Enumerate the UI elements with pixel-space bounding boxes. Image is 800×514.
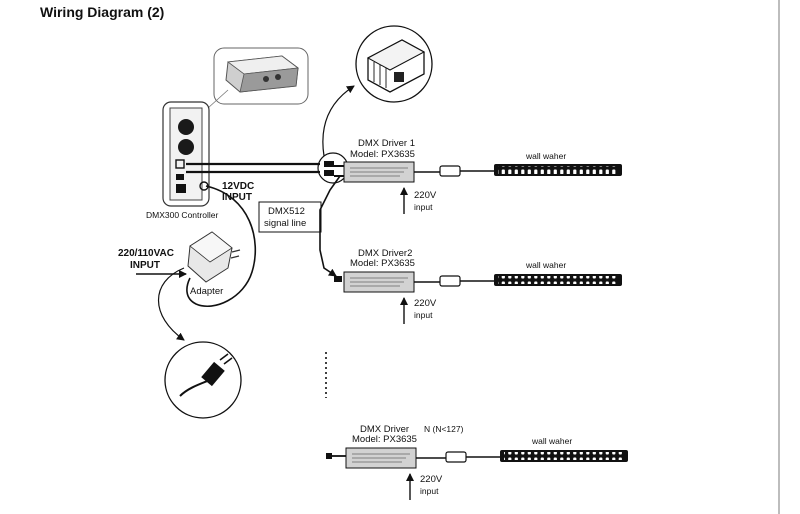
driver-group: DMX Driver 1 Model: PX3635 wall waher 22…: [334, 138, 622, 214]
driver-name: DMX Driver 1: [358, 138, 415, 149]
controller-label: DMX300 Controller: [146, 210, 218, 220]
power-input-label: input: [414, 202, 433, 212]
driver-group: DMX Driver2 Model: PX3635 wall waher 220…: [334, 248, 622, 324]
daisy-chain-cable: [319, 175, 341, 277]
ac-input-label-2: INPUT: [130, 260, 160, 271]
ac-cable: [158, 267, 185, 341]
plug-icon: [324, 161, 334, 167]
rj45-port-icon: [175, 159, 185, 169]
driver-name: DMX Driver: [360, 424, 409, 435]
waterproof-connector-icon: [445, 451, 467, 463]
plug-icon: [326, 453, 332, 459]
adapter-label: Adapter: [190, 286, 223, 297]
dc-input-label-2: INPUT: [222, 192, 252, 203]
driver-model: Model: PX3635: [350, 149, 415, 160]
power-port-icon: [176, 184, 186, 193]
plug-icon: [324, 170, 334, 176]
load-label: wall waher: [525, 260, 566, 270]
power-voltage: 220V: [420, 474, 443, 485]
signal-line-box: [258, 201, 322, 233]
diagram-title: Wiring Diagram (2): [40, 4, 164, 20]
adapter-icon: [187, 231, 241, 283]
signal-line-label: DMX512: [268, 206, 305, 217]
power-voltage: 220V: [414, 298, 437, 309]
driver-group: DMX Driver N (N<127) Model: PX3635 wall …: [345, 424, 628, 500]
ac-input-label: 220/110VAC: [118, 248, 174, 259]
page-edge: [778, 0, 780, 514]
rj45-connector-icon: [355, 25, 433, 103]
signal-line-label-2: signal line: [264, 218, 306, 229]
power-input-label: input: [414, 310, 433, 320]
waterproof-connector-icon: [439, 165, 461, 177]
driver-count-note: N (N<127): [424, 424, 464, 434]
driver-model: Model: PX3635: [352, 434, 417, 445]
power-input-label: input: [420, 486, 439, 496]
photo-callout-line: [207, 89, 229, 109]
power-voltage: 220V: [414, 190, 437, 201]
mains-plug-icon: [164, 341, 242, 419]
xlr-port-icon: [178, 119, 194, 135]
switch-icon: [176, 174, 184, 180]
xlr-port-icon: [178, 139, 194, 155]
dc-cable: [186, 185, 257, 307]
load-label: wall waher: [531, 436, 572, 446]
dmx300-controller: [162, 101, 210, 207]
waterproof-connector-icon: [439, 275, 461, 287]
driver-name: DMX Driver2: [358, 248, 412, 259]
load-label: wall waher: [525, 151, 566, 161]
rj45-callout-arrow: [322, 85, 355, 157]
dc-input-label: 12VDC: [222, 181, 254, 192]
controller-photo: [213, 47, 309, 105]
driver-model: Model: PX3635: [350, 258, 415, 269]
